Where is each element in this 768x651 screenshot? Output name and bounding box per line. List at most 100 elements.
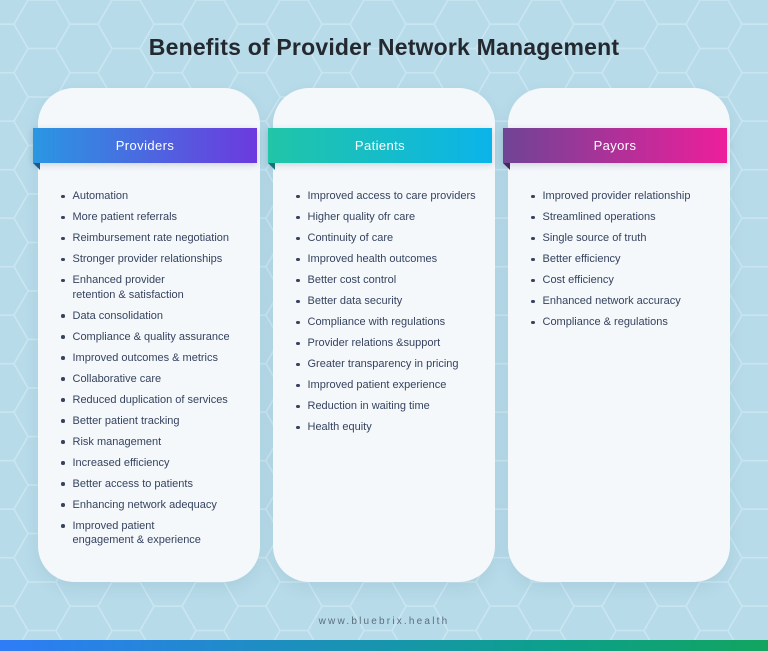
benefit-text: Enhancing network adequacy xyxy=(72,498,217,511)
bullet-icon xyxy=(296,341,300,345)
benefit-text: Enhanced provider retention & satisfacti… xyxy=(72,274,184,301)
bullet-icon xyxy=(296,215,300,219)
benefit-text: Improved outcomes & metrics xyxy=(72,351,219,364)
bullet-icon xyxy=(296,299,300,303)
benefit-text: Data consolidation xyxy=(72,309,164,322)
bullet-icon xyxy=(61,503,65,507)
list-item: Reduced duplication of services xyxy=(61,393,254,408)
benefit-text: Cost efficiency xyxy=(542,274,614,286)
list-item: Streamlined operations xyxy=(531,210,724,225)
ribbon-fold-icon xyxy=(503,163,510,170)
bullet-icon xyxy=(61,419,65,423)
list-item: Better data security xyxy=(296,294,489,309)
ribbon-fold-icon xyxy=(268,163,275,170)
bullet-icon xyxy=(61,398,65,402)
list-item: Compliance & regulations xyxy=(531,315,724,330)
benefit-text: Reduction in waiting time xyxy=(307,400,430,412)
bullet-icon xyxy=(296,257,300,261)
benefit-text: Single source of truth xyxy=(542,232,647,244)
bullet-icon xyxy=(61,257,65,261)
bullet-icon xyxy=(296,362,300,366)
list-item: Improved provider relationship xyxy=(531,189,724,204)
benefit-text: Better cost control xyxy=(307,274,397,286)
benefit-text: Improved health outcomes xyxy=(307,253,438,265)
benefit-text: Improved patient experience xyxy=(307,379,447,391)
benefit-text: Reduced duplication of services xyxy=(72,393,228,406)
benefit-text: More patient referrals xyxy=(72,211,178,223)
list-item: Enhanced provider retention & satisfacti… xyxy=(61,273,254,302)
card-header-ribbon: Patients xyxy=(268,128,492,163)
list-item: Automation xyxy=(61,189,254,204)
benefit-text: Better data security xyxy=(307,295,403,307)
list-item: More patient referrals xyxy=(61,210,254,225)
benefit-text: Streamlined operations xyxy=(542,211,656,223)
bullet-icon xyxy=(531,194,535,198)
benefit-text: Provider relations &support xyxy=(307,337,441,349)
card-header-label: Providers xyxy=(115,138,175,153)
bullet-icon xyxy=(61,335,65,339)
list-item: Continuity of care xyxy=(296,231,489,246)
benefit-text: Collaborative care xyxy=(72,372,162,385)
list-item: Collaborative care xyxy=(61,372,254,387)
bullet-icon xyxy=(531,299,535,303)
benefit-text: Better efficiency xyxy=(542,253,621,265)
list-item: Improved outcomes & metrics xyxy=(61,351,254,366)
bullet-icon xyxy=(296,404,300,408)
bullet-icon xyxy=(531,257,535,261)
list-item: Better access to patients xyxy=(61,477,254,492)
benefit-text: Stronger provider relationships xyxy=(72,253,223,265)
list-item: Enhancing network adequacy xyxy=(61,498,254,513)
list-item: Greater transparency in pricing xyxy=(296,357,489,372)
benefit-text: Compliance & quality assurance xyxy=(72,330,230,343)
bullet-icon xyxy=(61,482,65,486)
list-item: Cost efficiency xyxy=(531,273,724,288)
bullet-icon xyxy=(61,314,65,318)
benefit-text: Improved access to care providers xyxy=(307,190,476,202)
bullet-icon xyxy=(296,194,300,198)
list-item: Stronger provider relationships xyxy=(61,252,254,267)
list-item: Risk management xyxy=(61,435,254,450)
list-item: Compliance & quality assurance xyxy=(61,330,254,345)
bullet-icon xyxy=(61,461,65,465)
bullet-icon xyxy=(61,440,65,444)
list-item: Better cost control xyxy=(296,273,489,288)
list-item: Data consolidation xyxy=(61,309,254,324)
card-header-label: Payors xyxy=(593,138,637,153)
card-header-ribbon: Payors xyxy=(503,128,727,163)
benefit-text: Risk management xyxy=(72,435,162,448)
benefit-text: Improved patient engagement & experience xyxy=(72,519,201,547)
list-item: Better efficiency xyxy=(531,252,724,267)
bullet-icon xyxy=(61,215,65,219)
bullet-icon xyxy=(296,320,300,324)
benefit-text: Continuity of care xyxy=(307,232,394,244)
list-item: Improved patient engagement & experience xyxy=(61,519,254,548)
bullet-icon xyxy=(61,236,65,240)
list-item: Increased efficiency xyxy=(61,456,254,471)
benefit-text: Higher quality ofr care xyxy=(307,211,416,223)
bullet-icon xyxy=(531,236,535,240)
list-item: Single source of truth xyxy=(531,231,724,246)
list-item: Improved health outcomes xyxy=(296,252,489,267)
list-item: Health equity xyxy=(296,420,489,435)
benefit-text: Increased efficiency xyxy=(72,456,170,469)
list-item: Higher quality ofr care xyxy=(296,210,489,225)
benefit-text: Automation xyxy=(72,190,129,202)
bullet-icon xyxy=(531,215,535,219)
list-item: Reimbursement rate negotiation xyxy=(61,231,254,246)
benefit-text: Health equity xyxy=(307,421,372,433)
list-item: Improved access to care providers xyxy=(296,189,489,204)
bullet-icon xyxy=(61,356,65,360)
page-title: Benefits of Provider Network Management xyxy=(148,34,620,60)
benefit-text: Compliance & regulations xyxy=(542,316,668,328)
card-patients: Patients Improved access to care provide… xyxy=(268,88,495,582)
bullet-icon xyxy=(296,278,300,282)
list-item: Enhanced network accuracy xyxy=(531,294,724,309)
list-item: Improved patient experience xyxy=(296,378,489,393)
benefit-text: Compliance with regulations xyxy=(307,316,446,328)
